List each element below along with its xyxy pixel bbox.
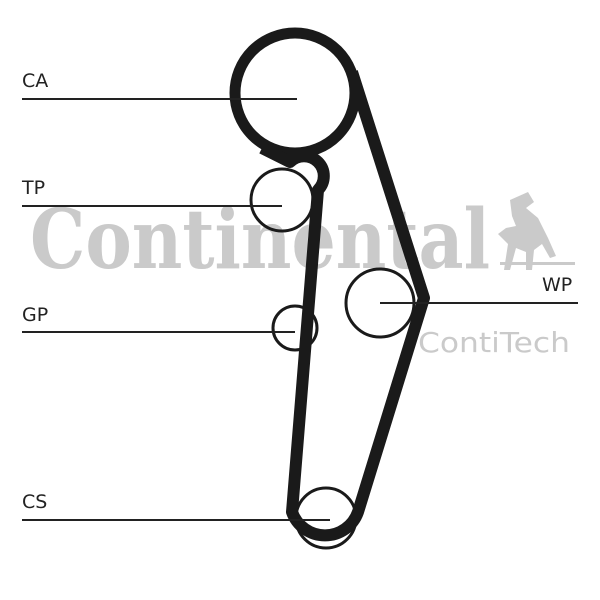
label-cs: CS [22,491,48,513]
guide-pulley [271,304,319,352]
leader-lines [22,98,578,521]
label-wp: WP [542,274,573,296]
label-tp: TP [22,177,46,199]
label-gp: GP [22,304,49,326]
horse-logo-icon [498,192,575,270]
pulleys [229,27,416,550]
timing-belt [259,70,430,542]
camshaft-pulley [229,27,361,159]
watermark-sub: ContiTech [418,326,570,359]
label-ca: CA [22,70,49,92]
